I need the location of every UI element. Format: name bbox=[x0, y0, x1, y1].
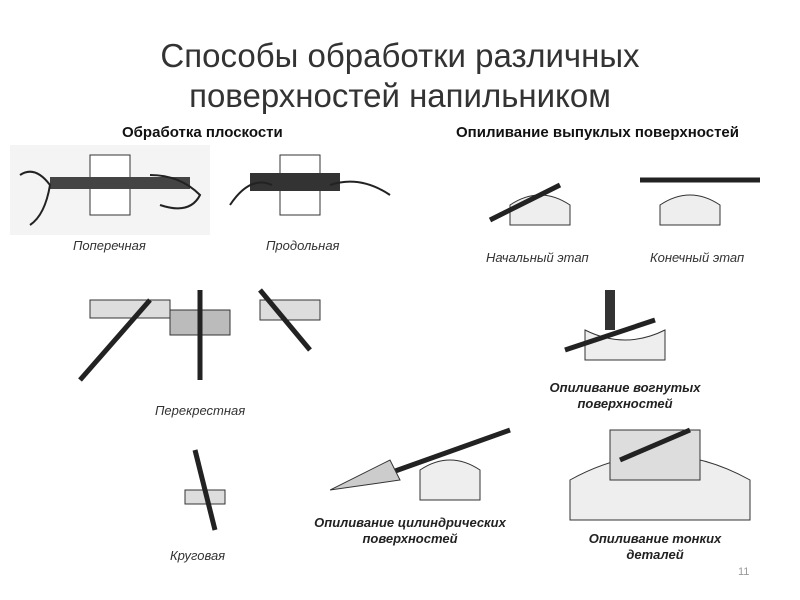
cylindrical-illustration bbox=[330, 427, 511, 501]
caption-cross: Перекрестная bbox=[155, 403, 246, 418]
convex-illustration bbox=[488, 177, 760, 226]
section-flat: Обработка плоскости bbox=[122, 124, 283, 141]
title-line-2: поверхностей напильником bbox=[189, 77, 611, 114]
caption-thin: Опиливание тонких деталей bbox=[588, 531, 722, 562]
caption-concave: Опиливание вогнутых поверхностей bbox=[549, 380, 701, 411]
caption-cylindrical: Опиливание цилиндрических поверхностей bbox=[314, 515, 506, 546]
caption-initial: Начальный этап bbox=[486, 250, 589, 265]
page-number: 11 bbox=[738, 566, 750, 578]
transverse-longitudinal-illustration bbox=[10, 145, 391, 235]
cross-illustration bbox=[78, 288, 321, 382]
title-line-1: Способы обработки различных bbox=[160, 37, 640, 74]
caption-circular: Круговая bbox=[170, 548, 226, 563]
caption-final: Конечный этап bbox=[650, 250, 745, 265]
section-convex: Опиливание выпуклых поверхностей bbox=[456, 124, 740, 141]
caption-longitudinal: Продольная bbox=[266, 238, 340, 253]
circular-illustration bbox=[184, 449, 226, 531]
concave-illustration bbox=[564, 290, 666, 361]
caption-transverse: Поперечная bbox=[73, 238, 146, 253]
thin-parts-illustration bbox=[569, 427, 751, 521]
